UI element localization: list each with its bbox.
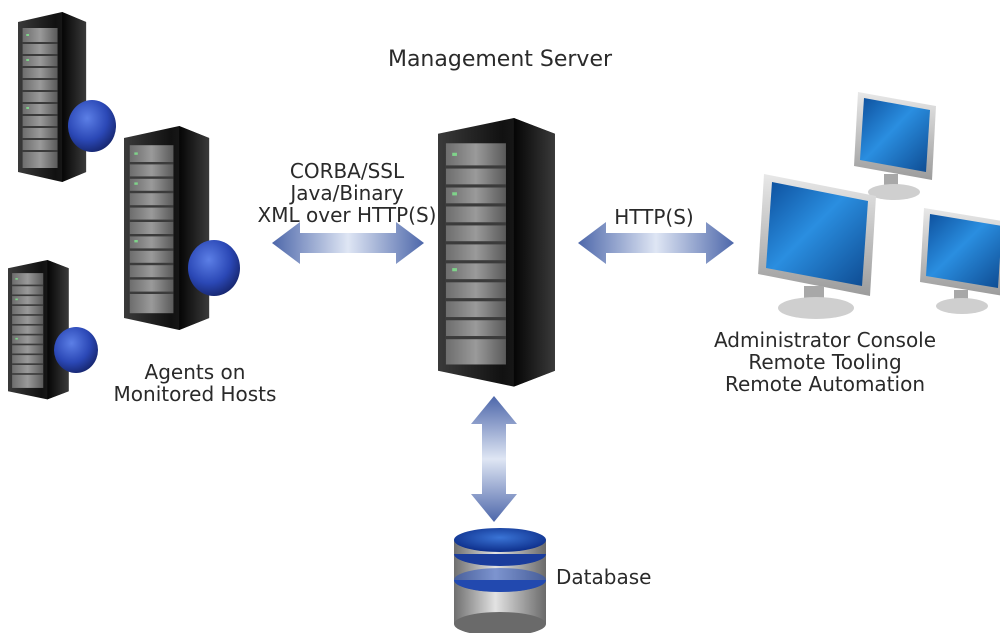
database-icon [454,528,546,633]
management-server-icon [438,118,555,387]
clients-label-line: Remote Automation [724,372,925,396]
clients-label-line: Remote Tooling [748,350,902,374]
left-double-arrow-icon [272,222,424,264]
protocol-line: XML over HTTP(S) [257,203,437,227]
agent-disc-icon [54,327,98,373]
management-server-label: Management Server [387,47,613,72]
agents-label-line: Agents on [144,360,246,384]
protocol-line: Java/Binary [290,181,404,205]
agent-server-middle [124,126,210,330]
left-protocols-label: CORBA/SSL Java/Binary XML over HTTP(S) [222,160,472,226]
agents-label-line: Monitored Hosts [113,382,277,406]
monitor-icon-main [758,174,876,319]
monitor-icon-top [854,92,936,200]
right-protocol-label: HTTP(S) [614,205,694,229]
agent-server-bottom [8,260,69,400]
right-double-arrow-icon [578,222,734,264]
monitor-icon-right [920,208,1000,314]
clients-label-line: Administrator Console [713,328,937,352]
agent-disc-icon [68,100,116,152]
clients-label: Administrator Console Remote Tooling Rem… [690,329,960,395]
agents-label: Agents on Monitored Hosts [80,361,310,405]
agent-server-top [18,12,87,182]
agent-disc-icon [188,240,240,296]
protocol-line: CORBA/SSL [289,159,405,183]
vertical-double-arrow-icon [471,396,517,522]
database-label: Database [556,565,652,589]
